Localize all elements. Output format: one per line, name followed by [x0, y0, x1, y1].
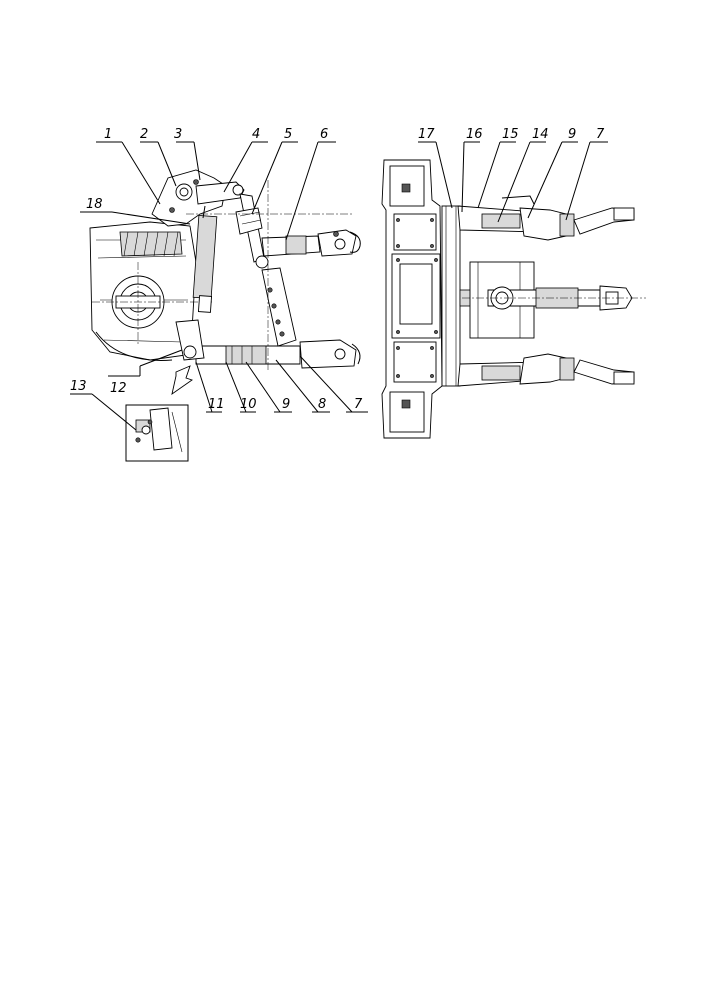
- callout-12: 12: [110, 381, 127, 396]
- side-bottom-leaders: [108, 349, 368, 413]
- callout-16: 16: [466, 127, 483, 142]
- callout-6: 6: [320, 127, 328, 142]
- callout-14: 14: [532, 127, 549, 142]
- callout-7-top: 7: [596, 127, 605, 142]
- callout-10: 10: [240, 397, 257, 412]
- callout-1: 1: [104, 127, 112, 142]
- callout-11: 11: [208, 397, 225, 412]
- callout-18: 18: [86, 197, 103, 212]
- side-view: 1 2 3 4 5 6 18 13 12 11 10 9 8 7: [70, 127, 368, 462]
- callout-4: 4: [252, 127, 260, 142]
- side-top-leaders: [80, 141, 336, 241]
- callout-13: 13: [70, 379, 87, 394]
- callout-2: 2: [140, 127, 148, 142]
- callout-9: 9: [282, 397, 290, 412]
- callout-8: 8: [318, 397, 326, 412]
- housing-bolts: [396, 218, 438, 378]
- rear-frame-plate: [441, 205, 461, 387]
- view-arrow: [171, 365, 193, 396]
- callout-9-top: 9: [568, 127, 576, 142]
- callout-3: 3: [174, 127, 182, 142]
- stabilizer-strut: [261, 267, 297, 347]
- top-view-leaders: [418, 141, 608, 223]
- callout-7: 7: [354, 397, 363, 412]
- callout-17-text: 17: [418, 127, 435, 142]
- hydraulic-cylinder: [192, 215, 218, 299]
- inset-detail: [70, 393, 189, 462]
- callout-5: 5: [284, 127, 292, 142]
- callout-15: 15: [502, 127, 519, 142]
- top-view: 17 16 15 14 9 7: [381, 127, 646, 439]
